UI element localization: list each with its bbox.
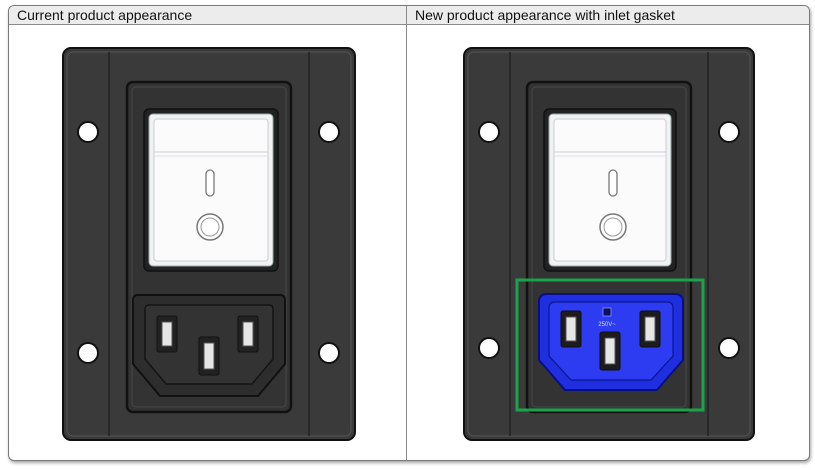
voltage-marking: 250V~ xyxy=(598,322,616,328)
mounting-hole xyxy=(318,342,340,364)
current-product-image xyxy=(62,47,356,441)
mounting-hole xyxy=(77,121,99,143)
header-current: Current product appearance xyxy=(9,6,406,25)
column-divider xyxy=(406,25,407,460)
inlet-pin xyxy=(599,331,621,371)
comparison-table: Current product appearance New product a… xyxy=(8,5,810,461)
inlet-pin xyxy=(560,310,582,348)
mounting-hole xyxy=(478,121,500,143)
mounting-hole xyxy=(478,337,500,359)
mounting-hole xyxy=(718,121,740,143)
cell-new-product: 250V~ xyxy=(407,26,809,460)
inlet-pin xyxy=(237,315,259,353)
gasket-highlight-box xyxy=(515,278,705,412)
header-new: New product appearance with inlet gasket xyxy=(406,6,809,25)
mounting-hole xyxy=(718,337,740,359)
inlet-pin xyxy=(198,336,220,376)
cell-current-product xyxy=(9,26,406,460)
new-product-image: 250V~ xyxy=(463,47,755,441)
mounting-hole xyxy=(318,121,340,143)
inlet-pin xyxy=(156,315,178,353)
mounting-hole xyxy=(77,342,99,364)
inlet-pin xyxy=(639,310,661,348)
